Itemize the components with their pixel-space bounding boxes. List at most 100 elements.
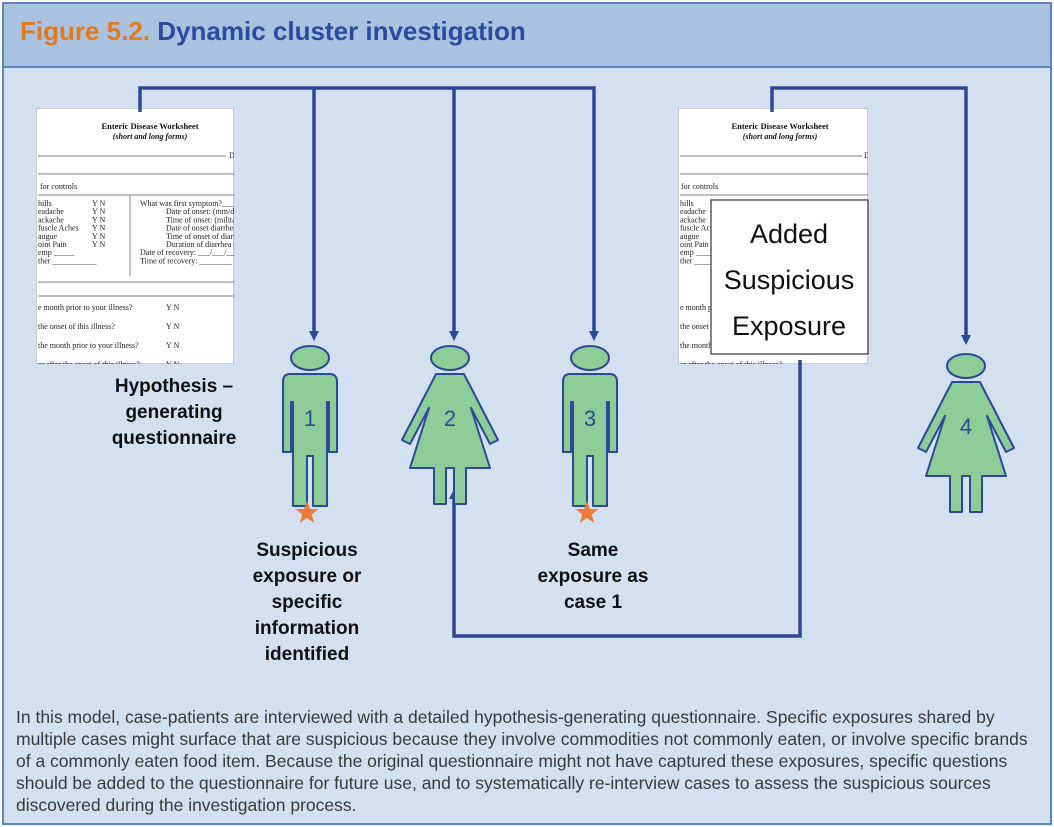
- worksheet-field: Date of recovery: ___/___/___: [140, 248, 239, 257]
- figure-number: Figure 5.2.: [20, 16, 151, 46]
- worksheet-question-yes-no: Y N: [166, 303, 179, 312]
- case-number: 1: [304, 406, 316, 431]
- worksheet-question-yes-no: Y N: [166, 341, 179, 350]
- case-3-note: Same exposure as case 1: [538, 540, 649, 613]
- arrow-to-case-3: [454, 86, 599, 341]
- worksheet2-symptom: fuscle Aches: [680, 224, 721, 233]
- worksheet-question: the month prior to your illness?: [38, 341, 139, 350]
- person-body: [401, 373, 499, 505]
- worksheet-for-controls: for controls: [40, 182, 77, 191]
- worksheet-field: Duration of diarrhea (c: [166, 240, 240, 249]
- case-figure-1: 1: [282, 345, 338, 523]
- worksheet-symptom: augue: [38, 232, 58, 241]
- arrow-reinterview-case-2: [449, 360, 802, 638]
- worksheet-symptom: ackache: [38, 215, 64, 224]
- case-3-note-line-1: Same: [568, 540, 619, 561]
- case-1-note-line-1: Suspicious: [256, 540, 357, 561]
- worksheet-symptom-list: hills Y N eadache Y N ackache Y N fuscle Aches…: [38, 199, 105, 265]
- case-1-note-line-4: information: [255, 618, 360, 639]
- svg-text:D: D: [229, 151, 235, 160]
- added-box-line-3: Exposure: [732, 311, 846, 341]
- case-figure-2: 2: [401, 345, 499, 505]
- figure-header: Figure 5.2. Dynamic cluster investigatio…: [4, 4, 1050, 68]
- case-1-note-line-2: exposure or: [253, 566, 362, 587]
- worksheet-question-yes-no: Y N: [166, 322, 179, 331]
- worksheet-yes-no: Y N: [92, 224, 105, 233]
- questionnaire-label-line-3: questionnaire: [112, 428, 237, 449]
- worksheet-field: Time of onset: (militar: [166, 215, 239, 224]
- worksheet-question: ar after the onset of this illness?: [38, 360, 140, 369]
- questionnaire-label-line-2: generating: [125, 402, 222, 423]
- worksheet2-question: ar after the onset of this illness?: [680, 360, 782, 369]
- worksheet2-subtitle: (short and long forms): [743, 132, 818, 141]
- case-number: 2: [444, 406, 456, 431]
- person-head: [430, 345, 470, 371]
- person-head: [290, 345, 330, 371]
- worksheet-field: What was first symptom?____: [140, 199, 239, 208]
- worksheet-question-yes-no: Y N: [166, 360, 179, 369]
- added-box-line-1: Added: [750, 219, 828, 249]
- worksheet-symptom: ther ___________: [38, 256, 97, 265]
- worksheet2-symptom: ther ___________: [680, 256, 739, 265]
- worksheet-question: the onset of this illness?: [38, 322, 115, 331]
- arrow-to-case-2: [314, 86, 459, 341]
- case-number: 3: [584, 406, 596, 431]
- case-1-note-line-3: specific: [272, 592, 343, 613]
- questionnaire-label: Hypothesis – generating questionnaire: [112, 376, 237, 449]
- person-body: [917, 381, 1015, 513]
- star-icon: [575, 501, 599, 523]
- figure-title: Dynamic cluster investigation: [157, 16, 526, 46]
- worksheet-field: Time of onset of diarrh: [166, 232, 240, 241]
- figure-caption: In this model, case-patients are intervi…: [16, 707, 1028, 815]
- worksheet-yes-no: Y N: [92, 207, 105, 216]
- worksheet-symptom: eadache: [38, 207, 64, 216]
- worksheet-field: Time of recovery: ________: [140, 256, 232, 265]
- worksheet-title: Enteric Disease Worksheet: [101, 121, 198, 131]
- worksheet2-symptom: emp _____: [680, 248, 717, 257]
- worksheet-subtitle: (short and long forms): [113, 132, 188, 141]
- worksheet-yes-no: Y N: [92, 240, 105, 249]
- worksheet2-symptom: hills: [680, 199, 694, 208]
- worksheet-field-list: What was first symptom?____Date of onset…: [140, 199, 241, 265]
- star-icon: [295, 501, 319, 523]
- arrow-to-case-4: [770, 86, 971, 345]
- case-figure-4: 4: [917, 353, 1015, 513]
- added-exposure-box: Added Suspicious Exposure: [710, 199, 869, 355]
- worksheet2-symptom: eadache: [680, 207, 706, 216]
- person-body: [282, 373, 338, 507]
- worksheet2-symptom: ackache: [680, 215, 706, 224]
- arrow-to-case-1: [138, 86, 319, 341]
- worksheet-question-list: e month prior to your illness? Y N the ons…: [38, 303, 179, 369]
- worksheet-question: e month prior to your illness?: [38, 303, 133, 312]
- added-box-line-2: Suspicious: [724, 265, 855, 295]
- person-body: [562, 373, 618, 507]
- case-1-note-line-5: identified: [265, 644, 349, 665]
- case-3-note-line-3: case 1: [564, 592, 623, 613]
- questionnaire-worksheet: Enteric Disease Worksheet (short and lon…: [36, 108, 241, 369]
- worksheet2-title: Enteric Disease Worksheet: [731, 121, 828, 131]
- worksheet-yes-no: Y N: [92, 232, 105, 241]
- case-3-note-line-2: exposure as: [538, 566, 649, 587]
- person-head: [570, 345, 610, 371]
- case-1-note: Suspicious exposure or specific informat…: [253, 540, 362, 665]
- worksheet-field: Date of onset: (mm/dd/: [166, 207, 241, 216]
- person-head: [946, 353, 986, 379]
- svg-text:D: D: [864, 151, 870, 160]
- worksheet2-for-controls: for controls: [681, 182, 718, 191]
- case-figure-3: 3: [562, 345, 618, 523]
- worksheet-symptom: fuscle Aches: [38, 224, 79, 233]
- case-number: 4: [960, 414, 972, 439]
- worksheet2-symptom: oint Pain: [680, 240, 709, 249]
- worksheet-field: Date of onset diarrhea:: [166, 224, 239, 233]
- connector-arrows: [138, 86, 971, 638]
- worksheet-yes-no: Y N: [92, 199, 105, 208]
- questionnaire-label-line-1: Hypothesis –: [115, 376, 233, 397]
- worksheet-symptom: hills: [38, 199, 52, 208]
- cluster-diagram: Enteric Disease Worksheet (short and lon…: [36, 86, 1015, 665]
- case-figures: 1 2 3 4: [282, 345, 1015, 523]
- worksheet2-symptom: augue: [680, 232, 700, 241]
- worksheet-yes-no: Y N: [92, 215, 105, 224]
- worksheet-symptom: emp _____: [38, 248, 75, 257]
